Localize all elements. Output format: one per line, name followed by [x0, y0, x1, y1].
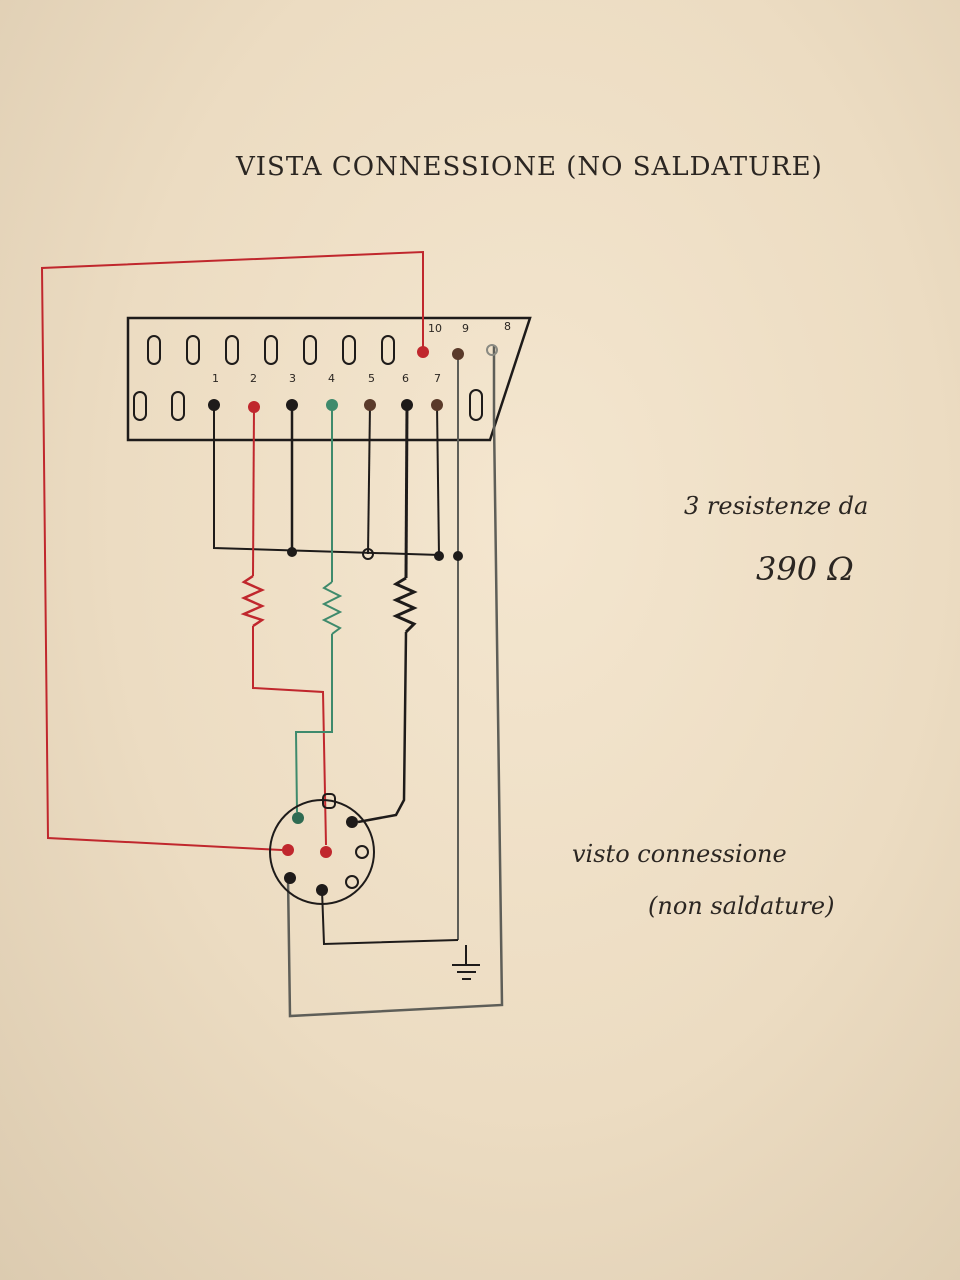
- diagram-title: VISTA CONNESSIONE (NO SALDATURE): [236, 152, 823, 182]
- scart-connector-outline: [126, 316, 532, 442]
- scart-pin-label-4: 4: [328, 372, 335, 385]
- scart-pin-label-3: 3: [289, 372, 296, 385]
- scart-pin-label-2: 2: [250, 372, 257, 385]
- scart-pin-label-6: 6: [402, 372, 409, 385]
- connector-note-line2: (non saldature): [648, 892, 835, 920]
- wire-pin5-drop: [367, 404, 371, 555]
- wire-black-ground-bus: [213, 405, 441, 556]
- wire-red-pin2: [252, 406, 255, 577]
- resistor-note-line1: 3 resistenze da: [684, 492, 869, 520]
- connector-note-line1: visto connessione: [572, 840, 787, 868]
- scart-pin-label-9: 9: [462, 322, 469, 335]
- wire-red-pin10-loop: [40, 250, 424, 851]
- wire-black-pin6: [404, 404, 409, 579]
- ground-symbol-icon: [452, 945, 480, 980]
- scart-pin-dots: [208, 344, 498, 413]
- resistor-red: [240, 574, 266, 628]
- bus-junction-dots: [287, 547, 463, 561]
- wire-pin7-drop: [436, 404, 440, 557]
- wire-red-pin2-to-din: [252, 626, 327, 846]
- scart-pin-label-10: 10: [428, 322, 442, 335]
- wire-black-din-ground: [321, 889, 459, 946]
- scart-bottom-row-slots: [133, 389, 483, 421]
- scart-pin-label-5: 5: [368, 372, 375, 385]
- scart-pin-label-1: 1: [212, 372, 219, 385]
- din-connector: [269, 793, 375, 905]
- scart-top-row-slots: [147, 335, 395, 365]
- wire-black-pin6-to-din: [357, 631, 408, 824]
- resistor-black: [392, 576, 418, 634]
- wire-gray-pin8: [286, 345, 504, 1018]
- scart-pin-label-7: 7: [434, 372, 441, 385]
- scart-pin-label-8: 8: [504, 320, 511, 333]
- wire-green-pin4-to-din: [294, 634, 333, 813]
- resistor-green: [321, 581, 343, 635]
- resistor-note-line2: 390 Ω: [756, 550, 854, 588]
